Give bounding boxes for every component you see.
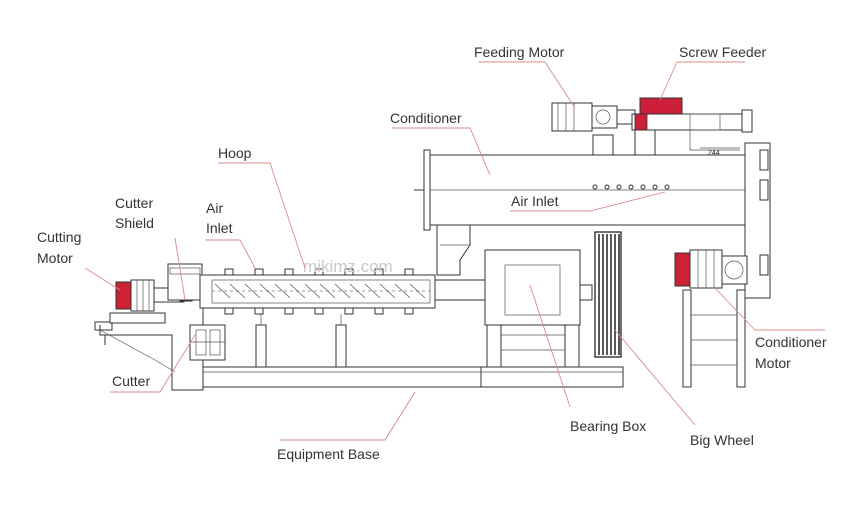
feeding-motor [551, 102, 636, 156]
conditioner-drum [414, 149, 762, 231]
label-air-inlet-small-line2: Inlet [206, 220, 233, 236]
labels: Feeding Motor Screw Feeder Conditioner H… [37, 44, 827, 462]
discharge-chute [434, 224, 491, 301]
label-big-wheel: Big Wheel [690, 432, 754, 448]
label-cutting-motor-line1: Cutting [37, 229, 81, 245]
screw-feeder: 244 [631, 97, 753, 157]
label-screw-feeder: Screw Feeder [679, 44, 766, 60]
label-conditioner: Conditioner [390, 110, 462, 126]
label-cutting-motor-line2: Motor [37, 250, 73, 266]
label-hoop: Hoop [218, 145, 252, 161]
conditioner-frame [682, 142, 771, 388]
extruder-barrel [199, 268, 436, 368]
label-equipment-base: Equipment Base [277, 446, 380, 462]
label-conditioner-motor-line1: Conditioner [755, 334, 827, 350]
equipment-base [202, 366, 624, 388]
label-cutter-shield-line1: Cutter [115, 195, 153, 211]
bearing-box [484, 249, 593, 368]
label-feeding-motor: Feeding Motor [474, 44, 565, 60]
big-wheel [594, 231, 622, 358]
label-bearing-box: Bearing Box [570, 418, 646, 434]
leader-lines [84, 61, 825, 441]
label-cutter: Cutter [112, 373, 150, 389]
conditioner-motor [674, 249, 748, 289]
part-number: 244 [708, 150, 720, 157]
cutting-motor [115, 263, 203, 312]
label-conditioner-motor-line2: Motor [755, 355, 791, 371]
label-air-inlet-main: Air Inlet [511, 193, 559, 209]
label-air-inlet-small-line1: Air [206, 200, 223, 216]
label-cutter-shield-line2: Shield [115, 215, 154, 231]
watermark: mikimz.com [303, 257, 393, 276]
